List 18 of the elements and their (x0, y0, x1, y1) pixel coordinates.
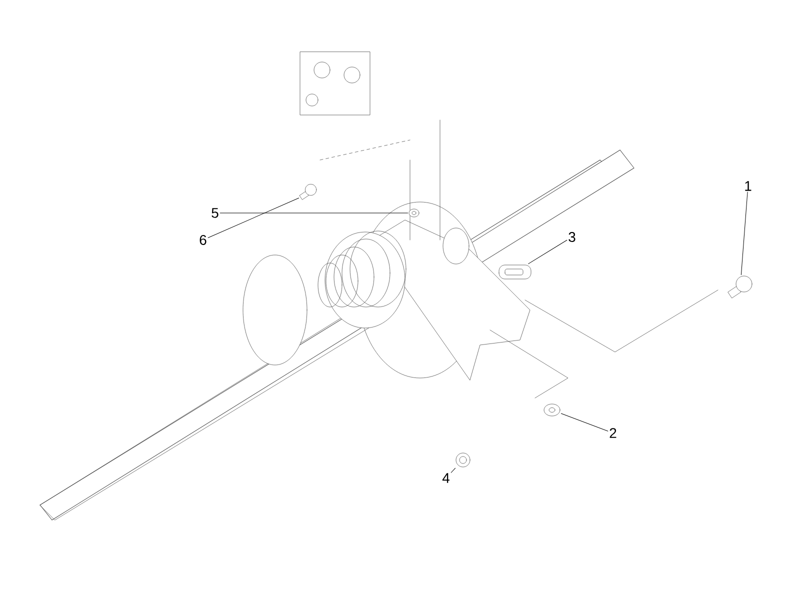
leader-line (220, 212, 408, 214)
leader-line (560, 413, 608, 432)
callout-number: 3 (568, 232, 576, 242)
callout-number: 4 (442, 473, 450, 483)
leader-line (208, 198, 300, 238)
nut-drawing (456, 452, 470, 468)
leader-line (450, 468, 456, 473)
washer-drawing (408, 208, 420, 218)
leader-line (528, 240, 568, 264)
callout-number: 2 (610, 428, 616, 438)
bolt-drawing (728, 276, 752, 298)
leader-line (740, 192, 748, 276)
bracket-slot-drawing (498, 264, 532, 280)
callout-number: 5 (212, 208, 218, 218)
callout-number: 6 (200, 235, 206, 245)
bolt-drawing (299, 184, 317, 200)
callout-number: 1 (745, 181, 752, 191)
washer-drawing (544, 404, 560, 416)
